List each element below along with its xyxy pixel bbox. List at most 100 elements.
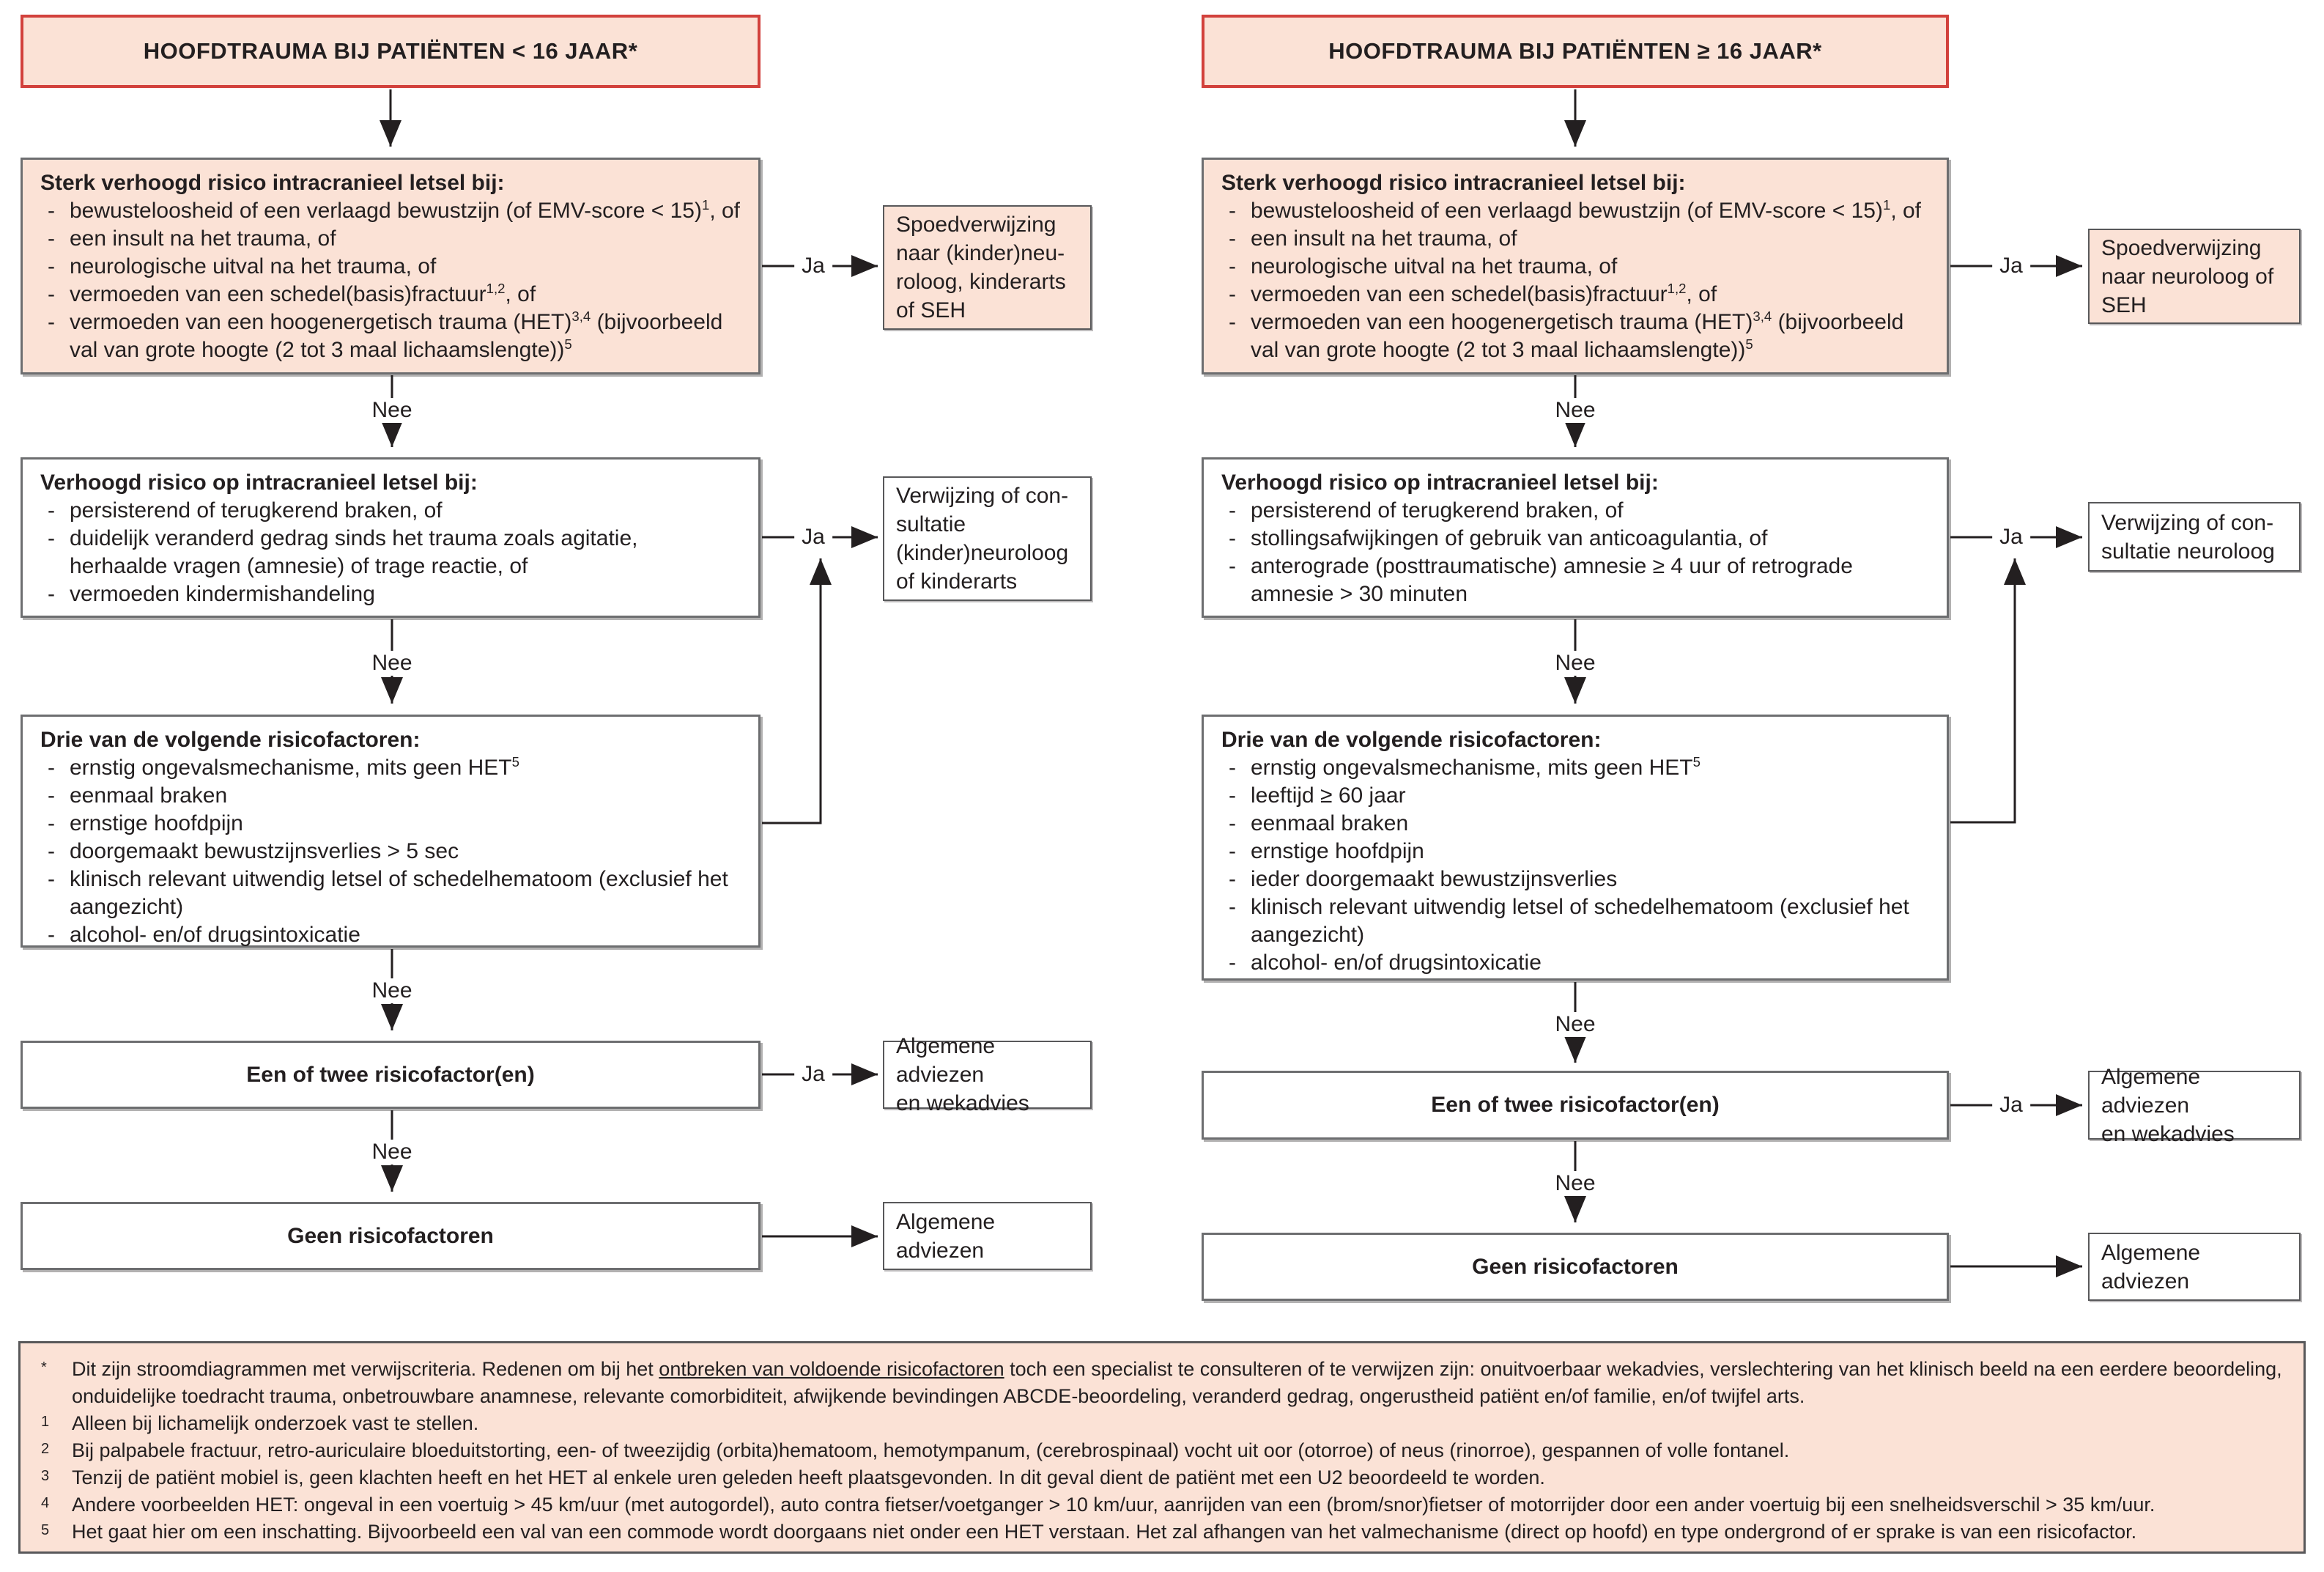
- right-one-two-riskfactors-box: Een of twee risicofactor(en): [1202, 1071, 1949, 1140]
- nee-label: Nee: [1547, 651, 1603, 676]
- right-referral-consult-box: Verwijzing of con- sultatie neuroloog: [2088, 502, 2301, 572]
- ja-label: Ja: [794, 525, 832, 550]
- risk-item: stollingsafwijkingen of gebruik van anti…: [1221, 525, 1929, 553]
- right-no-riskfactors-box: Geen risicofactoren: [1202, 1233, 1949, 1301]
- right-general-advice-wake-box: Algemene adviezen en wekadvies: [2088, 1065, 2301, 1146]
- risk-item: neurologische uitval na het trauma, of: [40, 253, 741, 281]
- footnote-text: Tenzij de patiënt mobiel is, geen klacht…: [72, 1466, 1545, 1488]
- box-header: Drie van de volgende risicofactoren:: [1221, 728, 1602, 752]
- risk-item: eenmaal braken: [1221, 810, 1929, 838]
- risk-item: alcohol- en/of drugsintoxicatie: [1221, 949, 1929, 977]
- footnote-text: Andere voorbeelden HET: ongeval in een v…: [72, 1494, 2155, 1516]
- out-line: Algemene adviezen: [2101, 1064, 2201, 1118]
- right-strong-risk-box: Sterk verhoogd risico intracranieel lets…: [1202, 158, 1949, 374]
- box-header: Sterk verhoogd risico intracranieel lets…: [1221, 171, 1686, 195]
- footnote-marker: *: [41, 1359, 47, 1376]
- footnote-marker: 3: [41, 1468, 50, 1484]
- footnote-row: 3 Tenzij de patiënt mobiel is, geen klac…: [35, 1464, 2289, 1491]
- footnote-marker: 4: [41, 1495, 50, 1511]
- right-title-text: HOOFDTRAUMA BIJ PATIËNTEN ≥ 16 JAAR*: [1328, 38, 1822, 64]
- left-general-advice-box: Algemene adviezen: [883, 1202, 1092, 1270]
- risk-item: anterograde (posttraumatische) amnesie ≥…: [1221, 553, 1929, 608]
- left-strong-risk-box: Sterk verhoogd risico intracranieel lets…: [21, 158, 761, 374]
- box-header: Sterk verhoogd risico intracranieel lets…: [40, 171, 505, 195]
- risk-item: leeftijd ≥ 60 jaar: [1221, 782, 1929, 810]
- nee-label: Nee: [364, 978, 420, 1003]
- out-line: of SEH: [896, 298, 966, 322]
- ja-label: Ja: [1992, 254, 2030, 278]
- left-general-advice-wake-box: Algemene adviezen en wekadvies: [883, 1034, 1092, 1115]
- risk-item: vermoeden van een hoogenergetisch trauma…: [40, 309, 741, 364]
- footnotes-panel: * Dit zijn stroomdiagrammen met verwijsc…: [18, 1341, 2306, 1554]
- box-header: Verhoogd risico op intracranieel letsel …: [1221, 471, 1659, 495]
- right-three-riskfactors-box: Drie van de volgende risicofactoren: ern…: [1202, 715, 1949, 981]
- risk-item: persisterend of terugkerend braken, of: [40, 497, 741, 525]
- footnote-text: Het gaat hier om een inschatting. Bijvoo…: [72, 1521, 2137, 1543]
- left-no-riskfactors-box: Geen risicofactoren: [21, 1202, 761, 1270]
- risk-item: vermoeden van een schedel(basis)fractuur…: [1221, 281, 1929, 309]
- risk-item: eenmaal braken: [40, 782, 741, 810]
- risk-item: klinisch relevant uitwendig letsel of sc…: [1221, 893, 1929, 949]
- risk-item: een insult na het trauma, of: [1221, 225, 1929, 253]
- risk-item: een insult na het trauma, of: [40, 225, 741, 253]
- left-elevated-risk-box: Verhoogd risico op intracranieel letsel …: [21, 457, 761, 618]
- left-urgent-referral-box: Spoedverwijzing naar (kinder)neu- roloog…: [883, 205, 1092, 330]
- footnote-marker: 5: [41, 1522, 50, 1538]
- risk-item: ieder doorgemaakt bewustzijnsverlies: [1221, 866, 1929, 893]
- out-line: roloog, kinderarts: [896, 270, 1066, 294]
- risk-item: neurologische uitval na het trauma, of: [1221, 253, 1929, 281]
- footnote-row: 2 Bij palpabele fractuur, retro-auricula…: [35, 1437, 2289, 1464]
- box-label: Een of twee risicofactor(en): [246, 1062, 535, 1087]
- footnote-text: Alleen bij lichamelijk onderzoek vast te…: [72, 1412, 479, 1434]
- nee-label: Nee: [1547, 1171, 1603, 1196]
- left-title-text: HOOFDTRAUMA BIJ PATIËNTEN < 16 JAAR*: [143, 38, 638, 64]
- box-label: Een of twee risicofactor(en): [1431, 1093, 1720, 1117]
- box-header: Verhoogd risico op intracranieel letsel …: [40, 471, 478, 495]
- right-title-box: HOOFDTRAUMA BIJ PATIËNTEN ≥ 16 JAAR*: [1202, 15, 1949, 88]
- risk-item: ernstige hoofdpijn: [1221, 838, 1929, 866]
- footnote-text: Bij palpabele fractuur, retro-auriculair…: [72, 1439, 1790, 1461]
- out-line: Spoedverwijzing: [896, 213, 1056, 237]
- risk-item: alcohol- en/of drugsintoxicatie: [40, 921, 741, 949]
- risk-item: vermoeden van een schedel(basis)fractuur…: [40, 281, 741, 309]
- out-line: Algemene adviezen: [2101, 1240, 2201, 1294]
- out-line: Algemene adviezen: [896, 1209, 996, 1263]
- out-line: Algemene adviezen: [896, 1034, 996, 1087]
- nee-label: Nee: [364, 1140, 420, 1165]
- left-three-riskfactors-box: Drie van de volgende risicofactoren: ern…: [21, 715, 761, 949]
- out-line: sultatie neuroloog: [2101, 539, 2275, 564]
- footnote-marker: 2: [41, 1441, 50, 1457]
- risk-item: klinisch relevant uitwendig letsel of sc…: [40, 866, 741, 921]
- risk-item: ernstig ongevalsmechanisme, mits geen HE…: [1221, 754, 1929, 782]
- left-referral-consult-box: Verwijzing of con- sultatie (kinder)neur…: [883, 476, 1092, 601]
- out-line: of kinderarts: [896, 569, 1018, 594]
- footnote-row: 4 Andere voorbeelden HET: ongeval in een…: [35, 1491, 2289, 1519]
- nee-label: Nee: [364, 398, 420, 423]
- right-general-advice-box: Algemene adviezen: [2088, 1233, 2301, 1301]
- footnote-text: Dit zijn stroomdiagrammen met verwijscri…: [72, 1358, 2282, 1407]
- risk-item: bewusteloosheid of een verlaagd bewustzi…: [40, 197, 741, 225]
- footnote-row: 1 Alleen bij lichamelijk onderzoek vast …: [35, 1410, 2289, 1437]
- nee-label: Nee: [1547, 398, 1603, 423]
- out-line: naar neuroloog of: [2101, 264, 2274, 289]
- risk-item: duidelijk veranderd gedrag sinds het tra…: [40, 525, 741, 580]
- out-line: Spoedverwijzing: [2101, 235, 2262, 260]
- box-label: Geen risicofactoren: [1472, 1254, 1679, 1279]
- out-line: (kinder)neuroloog: [896, 541, 1069, 565]
- out-line: sultatie: [896, 512, 966, 536]
- out-line: Verwijzing of con-: [896, 484, 1069, 508]
- risk-item: persisterend of terugkerend braken, of: [1221, 497, 1929, 525]
- ja-label: Ja: [794, 1062, 832, 1087]
- right-elevated-risk-box: Verhoogd risico op intracranieel letsel …: [1202, 457, 1949, 618]
- risk-item: doorgemaakt bewustzijnsverlies > 5 sec: [40, 838, 741, 866]
- footnote-marker: 1: [41, 1414, 50, 1430]
- footnote-row: 5 Het gaat hier om een inschatting. Bijv…: [35, 1519, 2289, 1546]
- out-line: naar (kinder)neu-: [896, 241, 1065, 265]
- box-label: Geen risicofactoren: [287, 1223, 494, 1248]
- risk-item: ernstig ongevalsmechanisme, mits geen HE…: [40, 754, 741, 782]
- risk-item: vermoeden van een hoogenergetisch trauma…: [1221, 309, 1929, 364]
- out-line: Verwijzing of con-: [2101, 510, 2274, 535]
- out-line: en wekadvies: [896, 1091, 1029, 1115]
- out-line: en wekadvies: [2101, 1121, 2235, 1146]
- left-one-two-riskfactors-box: Een of twee risicofactor(en): [21, 1041, 761, 1109]
